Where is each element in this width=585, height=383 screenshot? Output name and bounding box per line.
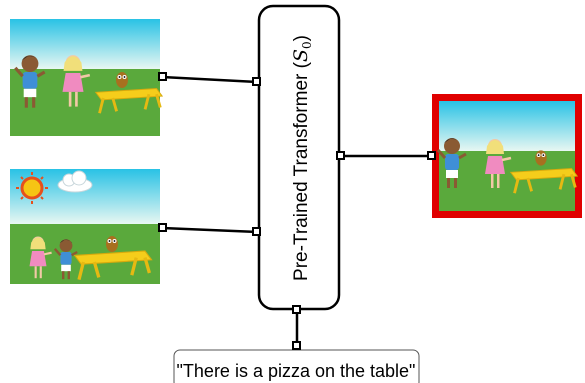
port-transformer-in-1 [252, 77, 261, 86]
input-scene-2 [10, 169, 160, 284]
cloud-icon [57, 170, 93, 193]
port-transformer-bottom [292, 305, 301, 314]
sun-icon [16, 172, 48, 204]
connector-scene2-to-transformer [161, 226, 258, 234]
transformer-label: Pre-Trained Transformer (S0) [290, 35, 314, 281]
port-scene-2 [158, 223, 167, 232]
caption-box: "There is a pizza on the table" [173, 349, 420, 383]
port-transformer-in-2 [252, 227, 261, 236]
port-caption [292, 341, 301, 350]
output-scene [432, 94, 582, 218]
ports [158, 72, 436, 350]
connectors [161, 75, 432, 346]
port-transformer-out [336, 151, 345, 160]
input-scene-1 [10, 19, 164, 136]
port-scene-1 [158, 72, 167, 81]
caption-text: "There is a pizza on the table" [177, 361, 416, 381]
transformer-block: Pre-Trained Transformer (S0) [257, 4, 341, 311]
port-output-scene [427, 151, 436, 160]
connector-scene1-to-transformer [161, 75, 258, 84]
